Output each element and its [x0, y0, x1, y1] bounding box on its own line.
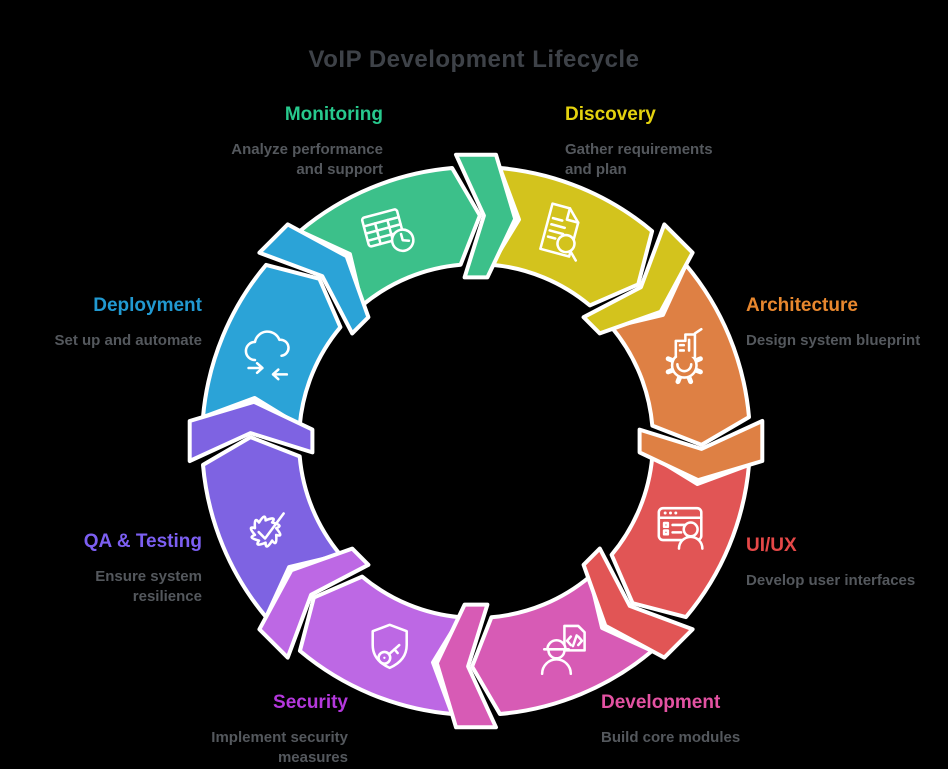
segment-arc-security [297, 574, 463, 716]
flow-chevron-qa-testing [187, 399, 315, 463]
segment-arc-deployment [201, 262, 343, 428]
segment-title: Monitoring [284, 104, 383, 125]
segment-description: Gather requirements and plan [565, 141, 713, 179]
flow-chevron-ui-ux [581, 546, 695, 660]
segment-arc-ui-ux [609, 454, 751, 620]
segment-title: Development [601, 692, 721, 713]
segment-title: Security [273, 692, 348, 713]
segment-title: QA & Testing [83, 531, 202, 552]
segment-description: Ensure system resilience [95, 568, 202, 606]
flow-chevron-architecture [637, 419, 765, 483]
segment-title: Deployment [93, 295, 202, 316]
segment-description: Implement security measures [211, 729, 348, 767]
segment-label-ui-ux: UI/UX Develop user interfaces [746, 535, 946, 591]
segment-description: Develop user interfaces [746, 572, 916, 589]
flow-chevron-deployment [257, 222, 371, 336]
flow-chevron-discovery [581, 222, 695, 336]
segment-description: Set up and automate [54, 332, 202, 349]
segment-description: Build core modules [601, 729, 741, 746]
segment-title: Discovery [565, 104, 656, 125]
flow-chevron-security [257, 546, 371, 660]
page-title: VoIP Development Lifecycle [308, 46, 640, 73]
segment-description: Analyze performance and support [231, 141, 383, 179]
segment-description: Design system blueprint [746, 332, 921, 349]
segment-arc-monitoring [297, 166, 482, 308]
segment-title: Architecture [746, 295, 858, 316]
segment-title: UI/UX [746, 535, 797, 556]
flow-chevron-development [434, 602, 498, 730]
flow-chevron-monitoring [454, 152, 518, 280]
segment-arc-qa-testing [201, 435, 343, 620]
